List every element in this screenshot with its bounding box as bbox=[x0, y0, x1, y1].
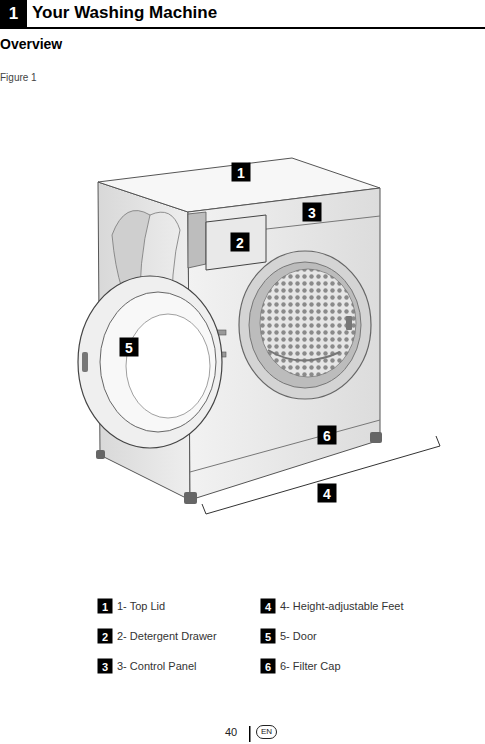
language-code: EN bbox=[256, 725, 277, 739]
key-number: 4 bbox=[261, 599, 276, 614]
part-name: 3- Control Panel bbox=[117, 660, 197, 672]
key-number: 1 bbox=[98, 599, 113, 614]
figure-label: Figure 1 bbox=[0, 72, 37, 83]
door-handle bbox=[82, 352, 88, 372]
drum bbox=[260, 269, 356, 377]
drawer-side bbox=[188, 212, 206, 268]
foot bbox=[370, 432, 382, 443]
part-name: 4- Height-adjustable Feet bbox=[280, 600, 404, 612]
section-number: 1 bbox=[0, 0, 27, 27]
detergent-drawer bbox=[206, 215, 266, 270]
callout-number: 6 bbox=[318, 426, 337, 445]
part-name: 6- Filter Cap bbox=[280, 660, 341, 672]
key-number: 6 bbox=[261, 659, 276, 674]
part-name: 5- Door bbox=[280, 630, 317, 642]
filter-cap-panel bbox=[190, 420, 380, 472]
callout-number: 4 bbox=[318, 484, 337, 503]
section-heading: Overview bbox=[0, 36, 62, 52]
key-number: 3 bbox=[98, 659, 113, 674]
part-name: 1- Top Lid bbox=[117, 600, 165, 612]
callout-number: 3 bbox=[303, 203, 322, 222]
callout-number: 2 bbox=[231, 233, 250, 252]
header-rule bbox=[0, 27, 485, 29]
door-latch bbox=[346, 316, 352, 330]
door bbox=[78, 276, 222, 448]
page-title: Your Washing Machine bbox=[32, 3, 217, 23]
page-number: 40 bbox=[225, 726, 237, 738]
callout-number: 5 bbox=[120, 338, 139, 357]
foot bbox=[184, 492, 197, 504]
drum-paddle bbox=[268, 350, 340, 361]
feet-bracket bbox=[202, 436, 440, 514]
footer-separator bbox=[249, 726, 251, 742]
key-number: 5 bbox=[261, 629, 276, 644]
door-glass-bowl bbox=[126, 314, 210, 418]
callout-number: 1 bbox=[232, 163, 251, 182]
key-number: 2 bbox=[98, 629, 113, 644]
part-name: 2- Detergent Drawer bbox=[117, 630, 217, 642]
door-opening bbox=[239, 251, 371, 399]
door-gasket bbox=[249, 262, 361, 388]
foot bbox=[96, 450, 105, 459]
door-glass bbox=[100, 292, 216, 432]
